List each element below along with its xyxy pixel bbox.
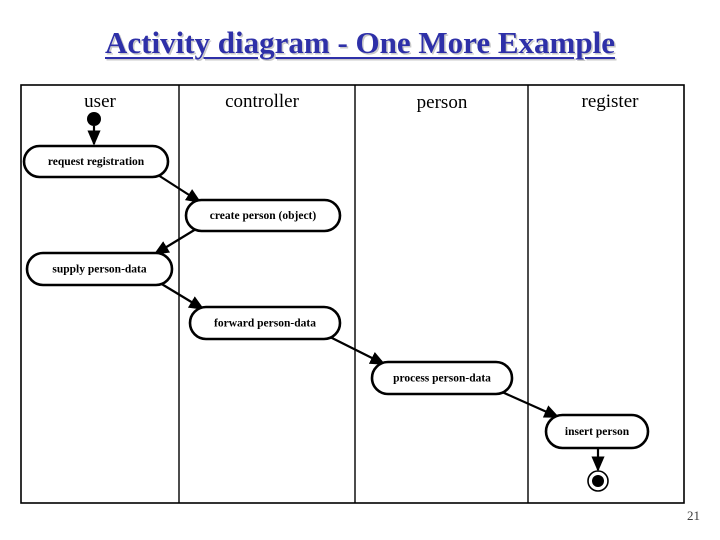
activity-shape-insert-person — [544, 413, 650, 450]
page-title: Activity diagram - One More Example — [105, 25, 615, 60]
activity-node-supply-person-data[interactable]: supply person-data — [25, 251, 174, 287]
transitions-layer — [87, 126, 605, 472]
transition-supply-person-data-to-forward-person-data — [159, 282, 205, 310]
transition-process-person-data-to-insert-person — [501, 390, 560, 419]
activity-shape-request-registration — [22, 144, 170, 179]
swimlane-header-user: user — [84, 91, 116, 112]
activity-label-request-registration: request registration — [48, 156, 145, 168]
activity-shape-process-person-data — [370, 360, 514, 396]
activity-label-supply-person-data: supply person-data — [52, 264, 147, 276]
swimlane-labels: user controller person register — [84, 91, 639, 113]
activity-shape-supply-person-data — [25, 251, 174, 287]
activity-label-insert-person: insert person — [565, 426, 630, 438]
initial-state-icon — [87, 112, 101, 126]
activity-nodes-layer: request registration create person (objec… — [22, 144, 650, 450]
activity-node-request-registration[interactable]: request registration — [22, 144, 170, 179]
activity-shape-create-person — [184, 198, 342, 233]
transition-request-registration-to-create-person — [157, 174, 202, 203]
final-state-ring-icon — [587, 470, 609, 492]
transition-forward-person-data-to-process-person-data — [329, 336, 386, 365]
activity-node-forward-person-data[interactable]: forward person-data — [188, 305, 342, 341]
start-node — [87, 112, 101, 126]
activity-shape-forward-person-data — [188, 305, 342, 341]
final-state-dot-icon — [592, 475, 604, 487]
end-node — [587, 470, 609, 492]
swimlane-frame — [20, 84, 685, 504]
lane-dividers — [178, 85, 529, 503]
activity-node-process-person-data[interactable]: process person-data — [370, 360, 514, 396]
page-number: 21 — [687, 508, 700, 523]
activity-node-insert-person[interactable]: insert person — [544, 413, 650, 450]
activity-label-process-person-data: process person-data — [393, 373, 491, 385]
activity-node-create-person[interactable]: create person (object) — [184, 198, 342, 233]
swimlane-header-controller: controller — [225, 91, 300, 112]
swimlane-header-person: person — [417, 92, 468, 113]
swimlane-header-register: register — [582, 91, 640, 112]
diagram-frame — [20, 84, 685, 504]
activity-label-create-person: create person (object) — [210, 210, 317, 222]
transition-create-person-to-supply-person-data — [153, 228, 197, 255]
activity-label-forward-person-data: forward person-data — [214, 318, 316, 330]
